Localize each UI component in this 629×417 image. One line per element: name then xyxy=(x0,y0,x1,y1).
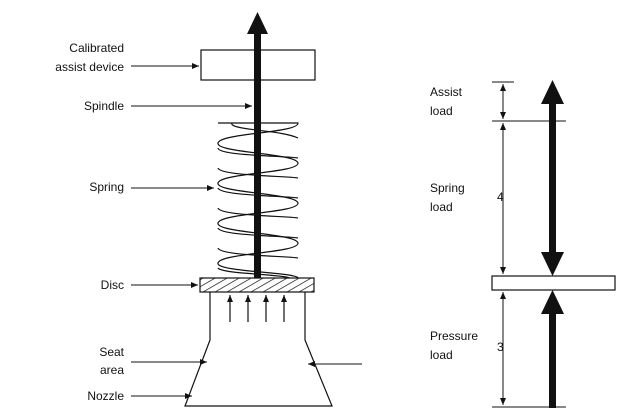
label-assist-line1: Assist xyxy=(430,85,463,99)
valve-assembly xyxy=(184,12,333,407)
pressure-arrows xyxy=(227,295,287,322)
assist-load-arrow xyxy=(541,80,564,104)
label-calibrated-line2: assist device xyxy=(55,60,124,74)
spring-load-value: 4 xyxy=(497,190,504,204)
label-seat-line1: Seat xyxy=(99,345,124,359)
spindle-up-arrow xyxy=(247,12,268,34)
label-pressure-line2: load xyxy=(430,348,453,362)
label-pressure-line1: Pressure xyxy=(430,329,478,343)
load-balance-diagram: Assist load Spring load 4 Pressure load … xyxy=(430,80,616,408)
pressure-load-arrow xyxy=(541,290,564,314)
disc xyxy=(199,277,315,293)
left-labels: Calibrated assist device Spindle Spring … xyxy=(55,41,362,403)
label-spring-load-line2: load xyxy=(430,200,453,214)
spring-load-arrow xyxy=(541,252,564,276)
label-disc: Disc xyxy=(101,278,124,292)
balance-disc xyxy=(491,275,616,291)
spindle xyxy=(254,32,261,278)
label-assist-line2: load xyxy=(430,104,453,118)
label-spring-load-line1: Spring xyxy=(430,181,465,195)
label-nozzle: Nozzle xyxy=(87,389,124,403)
label-calibrated-line1: Calibrated xyxy=(69,41,124,55)
nozzle xyxy=(184,292,333,407)
label-spring: Spring xyxy=(89,180,124,194)
label-seat-line2: area xyxy=(100,363,124,377)
pressure-load-value: 3 xyxy=(497,340,504,354)
label-spindle: Spindle xyxy=(84,99,124,113)
